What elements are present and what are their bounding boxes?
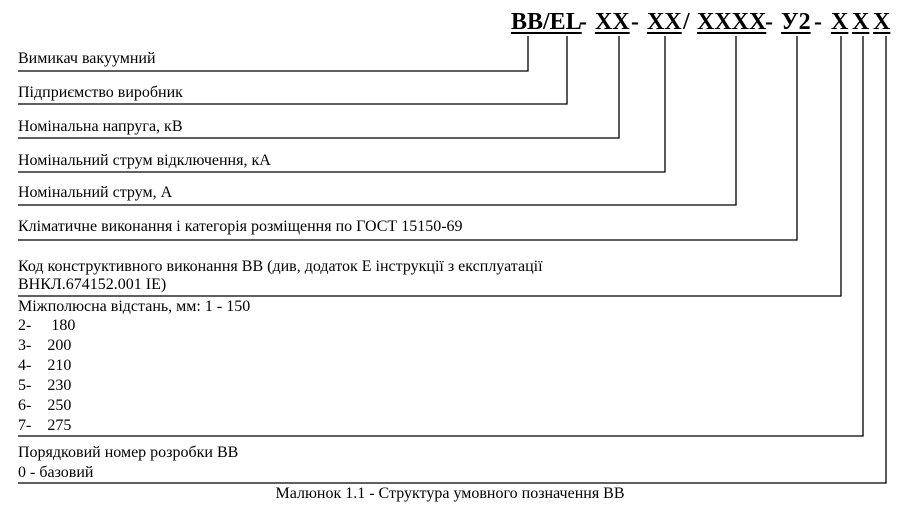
code-xx-2: XX	[647, 9, 682, 35]
code-x-3: X	[873, 9, 891, 35]
desc-climate: Кліматичне виконання і категорія розміще…	[18, 218, 463, 235]
code-x-1: X	[831, 9, 849, 35]
pole-option: 5- 230	[18, 377, 72, 394]
leader-line-pole-distance	[18, 36, 864, 437]
code-x-2: X	[852, 9, 870, 35]
code-dash-3: -	[765, 9, 773, 35]
code-bb-el: ВВ/EL	[511, 9, 582, 35]
desc-manufacturer: Підприємство виробник	[18, 84, 183, 101]
desc-revision-line-2: 0 - базовий	[18, 464, 94, 481]
pole-option: 2- 180	[18, 317, 76, 334]
pole-option: 7- 275	[18, 417, 72, 434]
code-xxxx: XXXX	[697, 9, 767, 35]
pole-option: 6- 250	[18, 397, 72, 414]
designation-code: ВВ/EL - XX - XX / XXXX - У2 - X X X	[0, 0, 900, 40]
desc-design-line-2: ВНКЛ.674152.001 IE)	[18, 276, 167, 293]
desc-revision-line-1: Порядковий номер розробки ВВ	[18, 444, 239, 461]
leader-line-manufacturer	[18, 36, 568, 105]
code-dash-2: -	[631, 9, 639, 35]
desc-pole-distance: Міжполюсна відстань, мм: 1 - 150	[18, 298, 251, 315]
leader-line-climate	[18, 36, 798, 241]
leader-line-breaker	[18, 36, 529, 72]
pole-option: 3- 200	[18, 337, 72, 354]
code-dash-4: -	[814, 9, 822, 35]
code-dash-1: -	[579, 9, 587, 35]
leader-line-revision	[18, 36, 887, 484]
leader-line-voltage	[18, 36, 620, 139]
figure-caption: Малюнок 1.1 - Структура умовного позначе…	[275, 485, 625, 502]
desc-breaker: Вимикач вакуумний	[18, 50, 156, 67]
desc-voltage: Номінальна напруга, кВ	[18, 118, 183, 135]
leader-line-breaking-current	[18, 36, 666, 173]
leader-line-rated-current	[18, 36, 737, 206]
desc-breaking-current: Номінальний струм відключення, кА	[18, 152, 271, 169]
code-xx-1: XX	[595, 9, 630, 35]
pole-option: 4- 210	[18, 357, 72, 374]
code-u2: У2	[781, 9, 811, 35]
desc-rated-current: Номінальний струм, А	[18, 184, 173, 201]
code-slash: /	[683, 9, 690, 35]
leader-line-design	[18, 36, 842, 297]
desc-design-line-1: Код конструктивного виконання ВВ (див, д…	[18, 258, 543, 275]
